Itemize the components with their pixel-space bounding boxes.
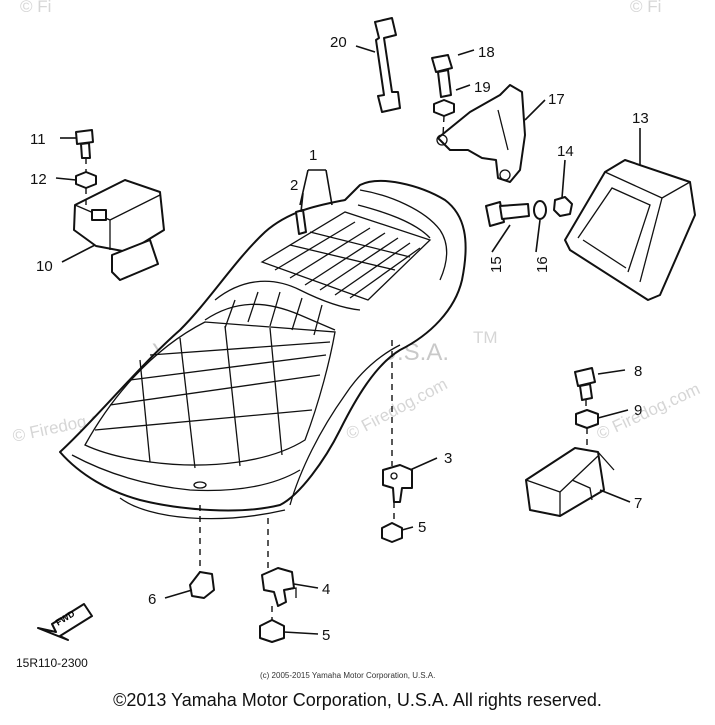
callout-15: 15 (488, 256, 505, 273)
seat (59, 179, 467, 520)
callout-3: 3 (444, 450, 452, 467)
bolt-15 (485, 201, 530, 227)
washer-16 (533, 200, 547, 220)
nut-14 (553, 196, 573, 217)
bolt-8 (574, 367, 596, 401)
watermark-tm: TM (473, 328, 498, 347)
bolt-18 (431, 54, 453, 98)
callout-5-lower: 5 (322, 627, 330, 644)
strap-20 (374, 17, 401, 113)
callout-4: 4 (322, 581, 330, 598)
diagram-code: 15R110-2300 (16, 656, 88, 670)
lock-assembly-10 (73, 179, 165, 281)
callout-13: 13 (632, 110, 649, 127)
image-copyright: (c) 2005-2015 Yamaha Motor Corporation, … (260, 671, 435, 680)
callout-9: 9 (634, 402, 642, 419)
seat-front-pad (84, 321, 336, 469)
callout-5-upper: 5 (418, 519, 426, 536)
fwd-arrow: FWD (37, 603, 93, 641)
seat-strap (295, 209, 307, 235)
seat-lock-bracket-3 (382, 464, 413, 503)
tray-13 (564, 159, 696, 301)
callout-7: 7 (634, 495, 642, 512)
nut-5-lower (259, 619, 285, 643)
nut-12 (75, 171, 97, 189)
callout-8: 8 (634, 363, 642, 380)
nut-19 (433, 99, 455, 117)
seat-hook-4 (261, 567, 297, 607)
callout-16: 16 (534, 256, 551, 273)
side-bracket-7 (525, 447, 615, 517)
callout-6: 6 (148, 591, 156, 608)
nut-5-upper (381, 522, 403, 543)
bolt-11 (75, 129, 94, 159)
watermark-firedog-top: © Fi (630, 0, 661, 16)
callout-14: 14 (557, 143, 574, 160)
callout-17: 17 (548, 91, 565, 108)
bracket-17 (436, 84, 526, 183)
footer-copyright: ©2013 Yamaha Motor Corporation, U.S.A. A… (113, 690, 602, 710)
damper-6 (189, 571, 215, 599)
callout-1: 1 (309, 147, 317, 164)
callout-10: 10 (36, 258, 53, 275)
watermark-firedog-right: © Firedog.com (594, 379, 703, 443)
callout-19: 19 (474, 79, 491, 96)
callout-12: 12 (30, 171, 47, 188)
nut-9 (575, 409, 599, 429)
callout-11: 11 (30, 131, 46, 148)
callout-2: 2 (290, 177, 298, 194)
callout-20: 20 (330, 34, 347, 51)
seat-rear-pad (260, 211, 432, 301)
callout-18: 18 (478, 44, 495, 61)
watermark-firedog-topleft: © Fi (20, 0, 51, 16)
